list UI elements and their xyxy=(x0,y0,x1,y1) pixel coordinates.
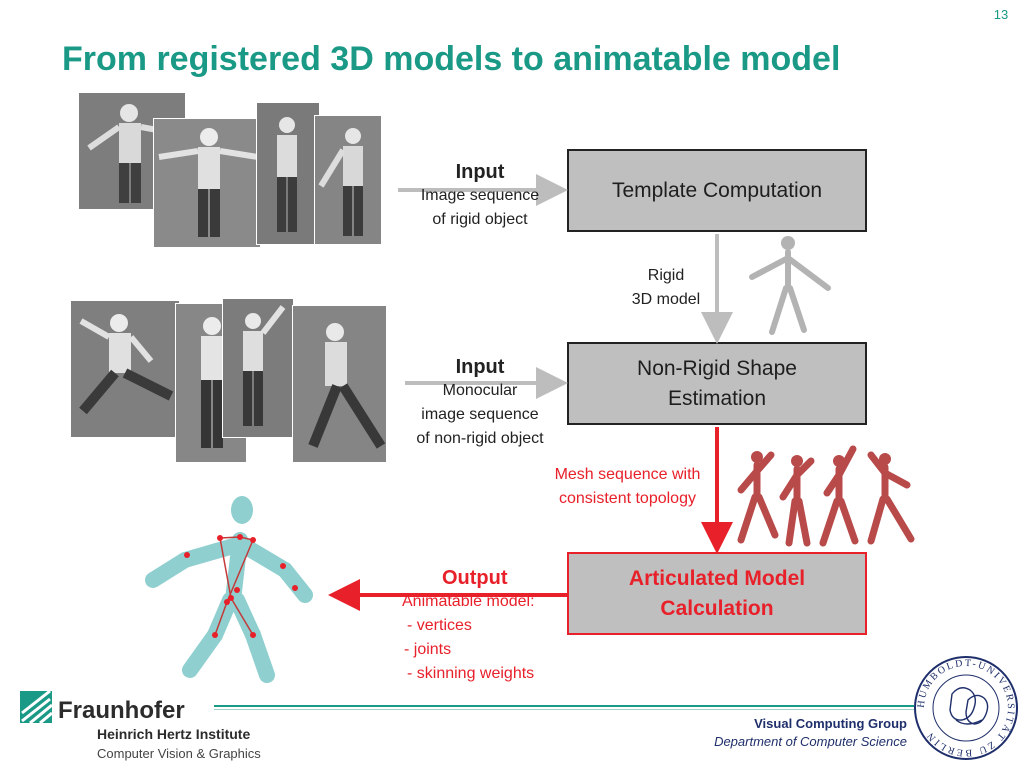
input1-heading: Input xyxy=(455,161,505,183)
articulated-model-label-1: Articulated Model xyxy=(628,566,806,590)
mesh-sequence-line2: consistent topology xyxy=(559,490,696,507)
articulated-model-label-2: Calculation xyxy=(660,596,774,620)
input2-line2: image sequence xyxy=(421,406,539,423)
nonrigid-photo-1 xyxy=(70,300,180,438)
humboldt-seal-icon: HUMBOLDT-UNIVERSITÄT ZU BERLIN xyxy=(914,656,1018,760)
output-label: Output Animatable model: - vertices - jo… xyxy=(400,566,560,686)
input1-label: Input Image sequence of rigid object xyxy=(400,160,560,232)
output-item-vertices: - vertices xyxy=(407,617,472,634)
rigid-photo-3 xyxy=(256,102,320,245)
rigid-model-line1: Rigid xyxy=(647,267,685,284)
rigid-model-line2: 3D model xyxy=(631,291,701,308)
department-name: Computer Vision & Graphics xyxy=(97,746,261,761)
nonrigid-photo-3 xyxy=(222,298,294,438)
nonrigid-estimation-label-2: Estimation xyxy=(667,386,767,410)
rigid-photo-4 xyxy=(314,115,382,245)
input2-heading: Input xyxy=(455,356,505,378)
mesh-sequence-line1: Mesh sequence with xyxy=(554,466,701,483)
footer-divider xyxy=(214,705,914,707)
institute-name: Heinrich Hertz Institute xyxy=(97,726,251,742)
output-item-skinning-weights: - skinning weights xyxy=(407,665,535,682)
nonrigid-estimation-label-1: Non-Rigid Shape xyxy=(637,356,797,380)
input2-label: Input Monocular image sequence of non-ri… xyxy=(400,355,560,451)
nonrigid-photo-4 xyxy=(292,305,387,463)
rigid-photo-2 xyxy=(153,118,261,248)
mesh-sequence-figures xyxy=(737,445,915,547)
animatable-model-figure xyxy=(145,496,313,683)
template-computation-label: Template Computation xyxy=(611,178,823,202)
articulated-model-box: Articulated Model Calculation xyxy=(567,552,867,635)
input1-line1: Image sequence xyxy=(420,187,540,204)
slide-title: From registered 3D models to animatable … xyxy=(62,40,841,78)
footer-divider-light xyxy=(214,709,914,710)
input2-line1: Monocular xyxy=(442,382,518,399)
rigid-model-label: Rigid 3D model xyxy=(616,264,716,312)
rigid-3d-model-figure xyxy=(749,236,831,335)
rigid-photo-1 xyxy=(78,92,186,210)
input1-line2: of rigid object xyxy=(432,211,528,228)
university-department: Department of Computer Science xyxy=(714,734,907,749)
page-number: 13 xyxy=(993,7,1009,22)
output-item-joints: - joints xyxy=(404,641,452,658)
fraunhofer-logo-icon xyxy=(20,691,52,723)
template-computation-box: Template Computation xyxy=(567,149,867,232)
mesh-sequence-label: Mesh sequence with consistent topology xyxy=(535,463,720,511)
output-heading: Output xyxy=(442,567,508,589)
group-name: Visual Computing Group xyxy=(754,716,907,731)
nonrigid-estimation-box: Non-Rigid Shape Estimation xyxy=(567,342,867,425)
fraunhofer-name: Fraunhofer xyxy=(58,697,185,724)
input2-line3: of non-rigid object xyxy=(416,430,544,447)
output-line1: Animatable model: xyxy=(402,593,535,610)
